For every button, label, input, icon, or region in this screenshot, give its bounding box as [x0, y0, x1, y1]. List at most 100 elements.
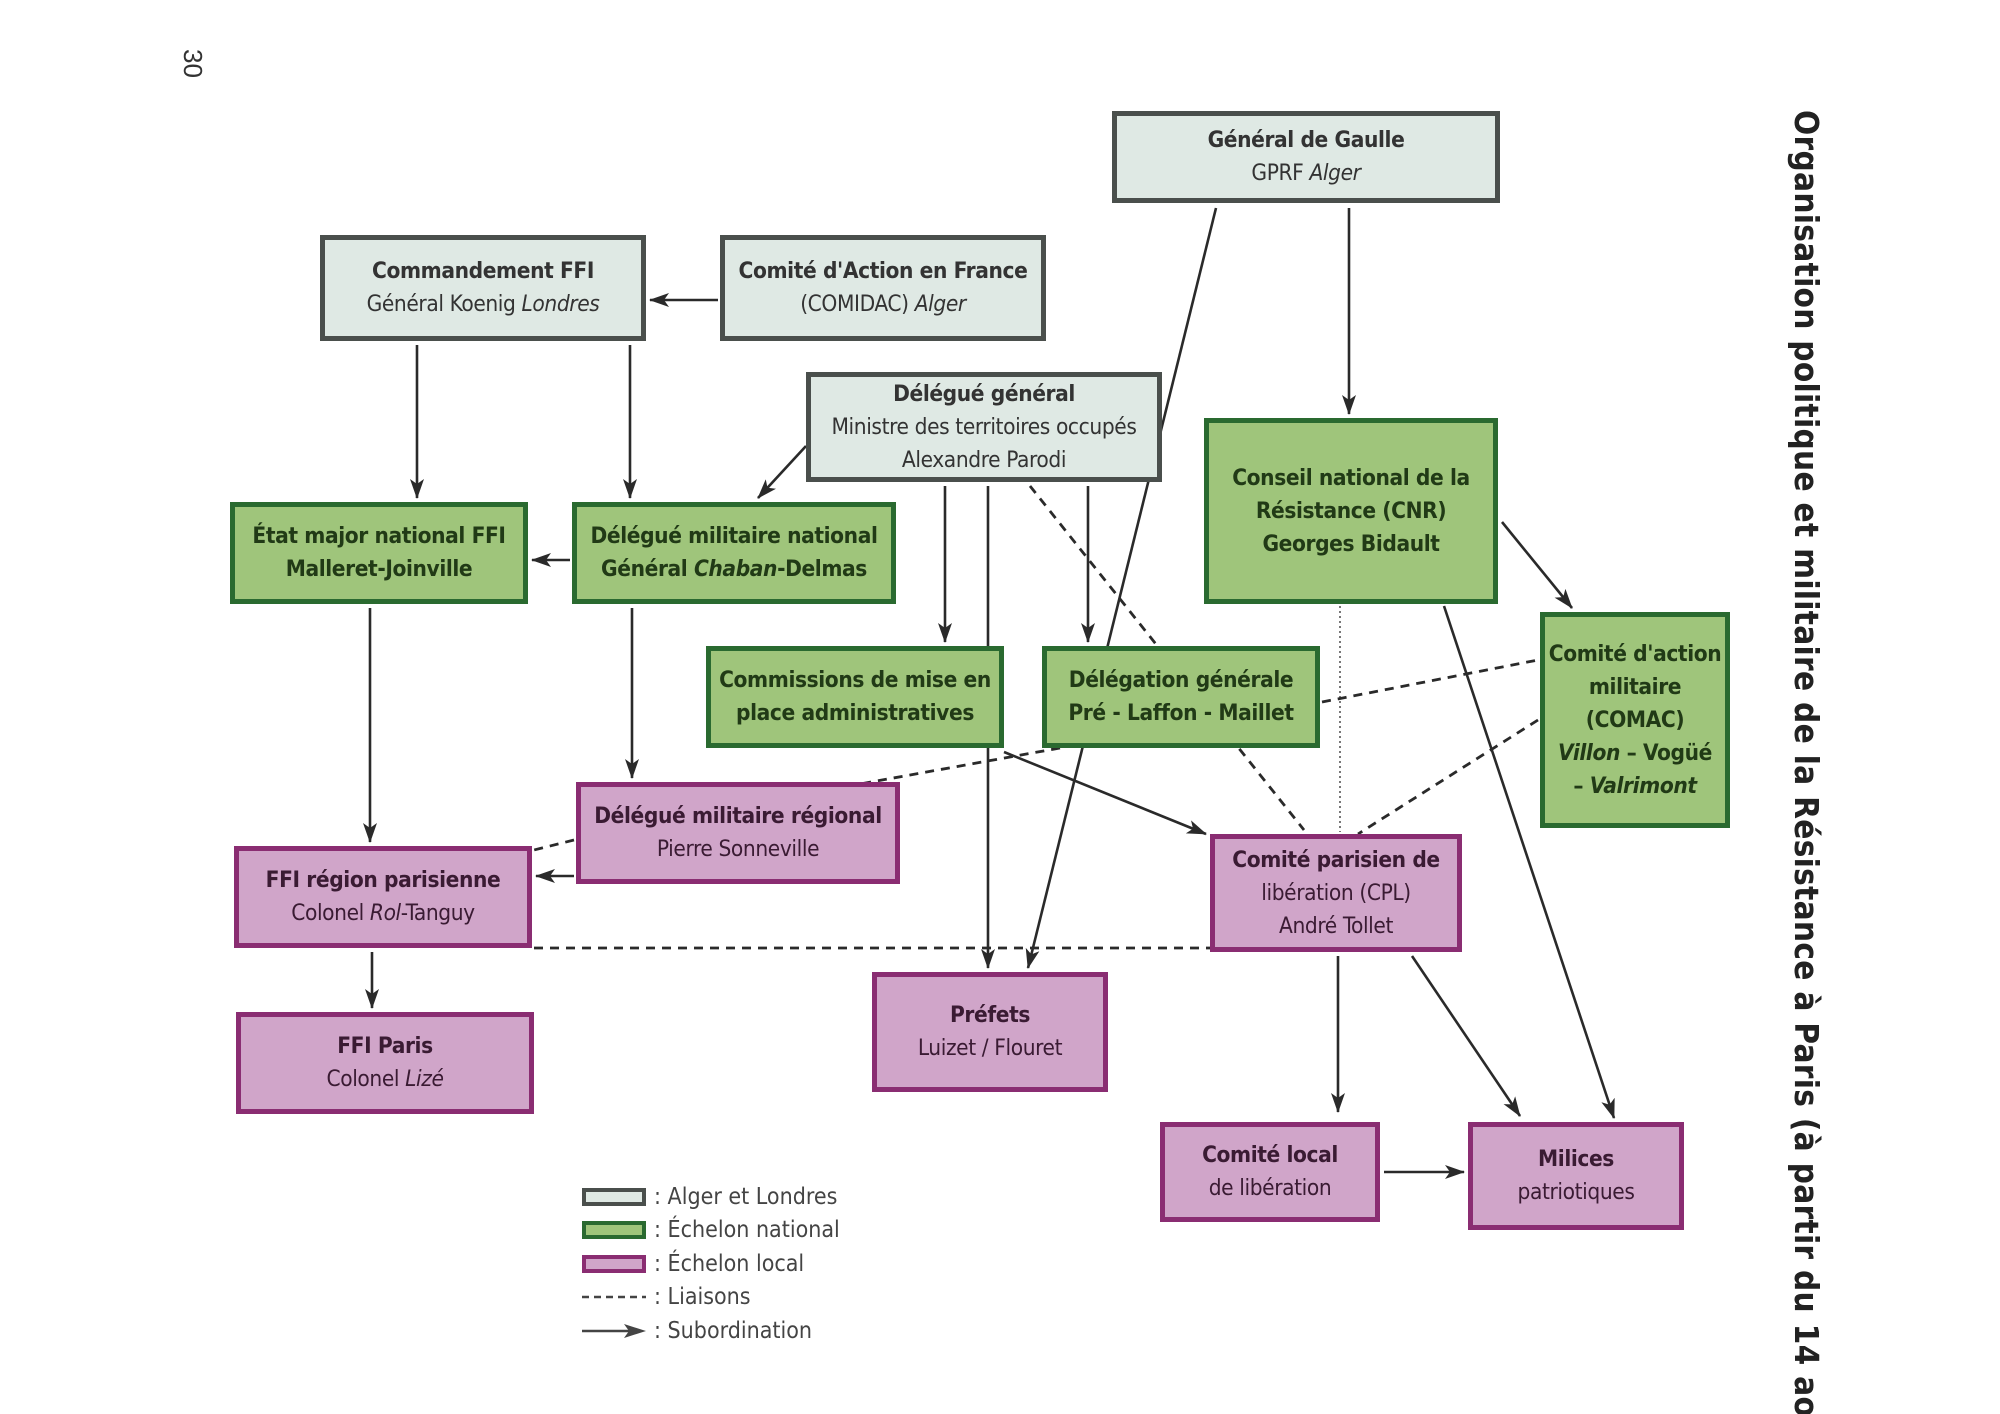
node-text-line: Général de Gaulle: [1207, 127, 1405, 153]
node-text-line: FFI Paris: [337, 1033, 433, 1059]
node-text-part: (COMIDAC): [800, 291, 915, 317]
edge-subordination-cnr-to-milices: [1442, 605, 1616, 1119]
node-text-line: Villon – Vogüé: [1558, 737, 1712, 770]
node-text-line: Comité d'action: [1548, 640, 1722, 667]
node-text-part: –: [1573, 772, 1590, 799]
legend-label: : Échelon local: [654, 1250, 805, 1277]
node-text-part: Valrimont: [1589, 772, 1697, 799]
node-text-line: Général Koenig Londres: [367, 288, 600, 321]
legend-item-liaisons: : Liaisons: [582, 1281, 840, 1315]
node-text-line: État major national FFI: [252, 523, 506, 549]
node-text-line: Préfets: [949, 1002, 1030, 1028]
node-text-line: Luizet / Flouret: [917, 1035, 1063, 1061]
node-text-line: Commandement FFI: [372, 258, 594, 284]
node-text-part: Alger: [1309, 160, 1361, 186]
node-text-line: Malleret-Joinville: [285, 556, 473, 582]
dashed-line-icon: [582, 1296, 646, 1299]
node-text-part: GPRF: [1251, 160, 1310, 186]
node-text-part: Colonel: [291, 900, 370, 926]
node-text-line: Général Chaban-Delmas: [601, 553, 867, 586]
node-text-line: Pierre Sonneville: [656, 836, 820, 862]
node-text-part: Général Koenig: [366, 291, 522, 317]
legend-item-local: : Échelon local: [582, 1247, 840, 1281]
node-text-line: Commissions de mise en: [719, 667, 991, 693]
node-text-line: libération (CPL): [1261, 879, 1411, 906]
node-text-part: Londres: [521, 291, 600, 317]
legend-label: : Alger et Londres: [654, 1183, 838, 1210]
node-text-line: Comité parisien de: [1232, 846, 1440, 873]
node-text-line: Délégué militaire régional: [594, 803, 882, 829]
edge-liaison-comac-to-cpl: [1357, 718, 1539, 836]
node-milices-patriotiques: Milices patriotiques: [1468, 1122, 1684, 1230]
node-text-line: GPRF Alger: [1251, 157, 1361, 190]
node-text-part: Chaban: [693, 556, 778, 582]
node-text-line: Comité d'Action en France: [738, 258, 1028, 284]
node-text-line: Délégué général: [893, 380, 1075, 407]
node-text-part: – Vogüé: [1620, 739, 1713, 766]
node-text-part: Lizé: [405, 1066, 444, 1092]
node-text-line: Georges Bidault: [1262, 530, 1440, 557]
edge-subordination-delegue_general-to-dmn: [757, 445, 807, 499]
legend-item-national: : Échelon national: [582, 1214, 840, 1248]
edge-liaison-dmr-to-ffi_region: [533, 838, 575, 852]
node-text-line: patriotiques: [1517, 1179, 1635, 1205]
node-text-line: Colonel Lizé: [326, 1063, 443, 1096]
node-text-line: Milices: [1538, 1146, 1614, 1172]
node-cnr: Conseil national de la Résistance (CNR) Ge…: [1204, 418, 1498, 604]
node-text-line: Ministre des territoires occupés: [831, 413, 1137, 440]
node-commandement-ffi: Commandement FFI Général Koenig Londres: [320, 235, 646, 341]
node-text-part: Colonel: [326, 1066, 406, 1092]
node-text-line: Pré - Laffon - Maillet: [1068, 700, 1294, 726]
legend-swatch-green: [582, 1221, 646, 1240]
node-text-line: Comité local: [1202, 1142, 1338, 1168]
legend-item-alger-londres: : Alger et Londres: [582, 1180, 840, 1214]
edge-subordination-commissions-to-cpl: [1003, 750, 1207, 836]
node-text-part: Villon: [1558, 739, 1620, 766]
node-text-line: Conseil national de la: [1232, 464, 1470, 491]
legend-swatch-pink: [582, 1254, 646, 1273]
node-text-line: militaire: [1588, 673, 1682, 700]
node-text-line: Résistance (CNR): [1255, 497, 1447, 524]
legend-item-subordination: : Subordination: [582, 1314, 840, 1348]
node-text-part: -Delmas: [777, 556, 867, 582]
node-etat-major-ffi: État major national FFI Malleret-Joinvill…: [230, 502, 528, 604]
node-comac: Comité d'action militaire (COMAC) Villon – …: [1540, 612, 1730, 828]
legend-label: : Liaisons: [654, 1284, 751, 1311]
page-number: 30: [177, 49, 208, 78]
arrow-icon: [582, 1323, 646, 1338]
node-comite-local-liberation: Comité local de libération: [1160, 1122, 1380, 1222]
edge-subordination-de_gaulle-to-prefets: [1025, 207, 1218, 969]
node-text-line: (COMIDAC) Alger: [800, 288, 966, 321]
node-text-line: Délégué militaire national: [590, 523, 878, 549]
node-text-part: -Tanguy: [400, 900, 475, 926]
edge-subordination-cnr-to-comac: [1500, 521, 1574, 609]
edge-liaison-delegation-to-dmr: [859, 746, 1061, 786]
node-text-line: – Valrimont: [1573, 770, 1697, 803]
legend-label: : Échelon national: [654, 1217, 840, 1244]
legend-swatch-gray: [582, 1187, 646, 1206]
legend-label: : Subordination: [654, 1317, 813, 1344]
node-text-line: Délégation générale: [1068, 667, 1294, 693]
node-text-line: FFI région parisienne: [265, 867, 501, 893]
node-text-part: Rol: [369, 900, 401, 926]
node-comidac: Comité d'Action en France (COMIDAC) Alger: [720, 235, 1046, 341]
edge-subordination-cpl-to-milices: [1410, 955, 1522, 1117]
node-text-line: Colonel Rol-Tanguy: [291, 897, 475, 930]
node-text-line: (COMAC): [1585, 706, 1685, 733]
node-text-part: Alger: [914, 291, 967, 317]
legend: : Alger et Londres : Échelon national : …: [582, 1180, 840, 1348]
node-text-line: de libération: [1208, 1175, 1332, 1201]
diagram-title: Organisation politique et militaire de l…: [1787, 110, 1826, 1414]
node-text-part: Général: [601, 556, 694, 582]
